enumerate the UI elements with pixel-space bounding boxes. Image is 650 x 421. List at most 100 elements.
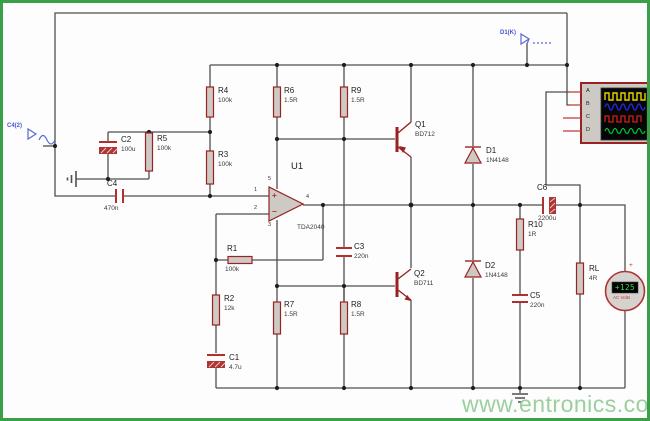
q2-emitter-arrow <box>404 295 411 301</box>
label-U1-ref: U1 <box>291 161 304 172</box>
label-C4-ref: C4 <box>107 179 118 188</box>
watermark: www.entronics.com <box>462 391 650 417</box>
oscilloscope <box>563 82 647 144</box>
label-RL-ref: RL <box>589 264 600 273</box>
label-RL-val: 4R <box>589 275 598 282</box>
resistor-R7-symbol <box>272 301 282 335</box>
wire-opamp-pins <box>215 139 323 286</box>
label-R7-ref: R7 <box>284 300 295 309</box>
label-R6-ref: R6 <box>284 86 295 95</box>
wire-scope-a-branch <box>545 91 581 205</box>
label-R9-val: 1.5R <box>351 97 365 104</box>
diode-D2-symbol <box>464 260 482 278</box>
ac-voltmeter <box>604 270 646 312</box>
capacitor-C1-symbol <box>207 354 226 368</box>
pin-5: 5 <box>268 176 272 182</box>
label-R8-val: 1.5R <box>351 311 365 318</box>
transistor-Q2-symbol <box>395 268 412 301</box>
resistor-RL-symbol <box>575 262 585 295</box>
voltmeter-reading: +125 <box>615 283 636 292</box>
wire-q1-base-rail <box>276 65 395 140</box>
label-C2-val: 100u <box>121 146 136 153</box>
resistor-R9-symbol <box>339 86 349 118</box>
label-U1-part: TDA2040 <box>297 224 325 231</box>
opamp-plus-sign: + <box>272 191 277 200</box>
label-R3-val: 100k <box>218 161 233 168</box>
wire-output-after-c6 <box>556 204 626 272</box>
output-probe-symbol <box>520 32 551 46</box>
voltmeter-display <box>611 281 639 294</box>
label-R7-val: 1.5R <box>284 311 298 318</box>
pin-1: 1 <box>254 187 258 193</box>
resistor-symbols <box>144 86 585 335</box>
oscilloscope-pins <box>563 91 581 132</box>
label-R2-val: 12k <box>224 305 235 312</box>
wire-bottom-rail <box>216 311 626 389</box>
label-R10-val: 1R <box>528 231 537 238</box>
scope-trace-d <box>604 127 646 135</box>
label-R5-ref: R5 <box>157 134 168 143</box>
label-D1-val: 1N4148 <box>486 157 509 164</box>
resistor-R2-symbol <box>211 294 221 326</box>
output-probe-label: D1(K) <box>500 30 516 36</box>
wire-scope-b-feed <box>566 13 569 106</box>
scope-trace-a <box>604 92 646 101</box>
capacitor-C6-symbol <box>541 197 556 214</box>
label-C3-val: 220n <box>354 253 369 260</box>
ground-symbol-left <box>66 171 77 187</box>
label-R5-val: 100k <box>157 145 172 152</box>
wires <box>43 12 626 393</box>
label-Q2-val: BD711 <box>414 280 434 287</box>
capacitor-C2-symbol <box>99 141 118 154</box>
scope-trace-b <box>604 103 646 111</box>
transistor-Q1-symbol <box>395 121 412 158</box>
capacitor-symbols <box>99 141 556 368</box>
label-C5-ref: C5 <box>530 291 541 300</box>
circuit-drawing <box>27 12 647 403</box>
label-C6-ref: C6 <box>537 183 548 192</box>
label-D1-ref: D1 <box>486 146 497 155</box>
capacitor-C4-symbol <box>115 189 124 203</box>
diode-D1-symbol <box>464 146 482 164</box>
wire-top-rail <box>54 12 567 197</box>
label-R10-ref: R10 <box>528 220 543 229</box>
input-probe-label: C4(2) <box>7 123 23 129</box>
label-C3-ref: C3 <box>354 242 365 251</box>
sine-wave-icon <box>38 134 56 145</box>
resistor-R4-symbol <box>205 86 215 118</box>
label-R4-ref: R4 <box>218 86 229 95</box>
label-Q1-ref: Q1 <box>415 120 426 129</box>
label-R8-ref: R8 <box>351 300 362 309</box>
scope-channel-a: A <box>586 88 590 94</box>
scope-trace-c <box>604 115 642 123</box>
scope-channel-b: B <box>586 101 590 107</box>
voltmeter-unit: AC Volts <box>613 295 631 300</box>
resistor-R5-symbol <box>144 132 154 172</box>
label-R1-val: 100k <box>225 266 240 273</box>
resistor-R1-symbol <box>227 255 253 265</box>
resistor-R8-symbol <box>339 301 349 335</box>
capacitor-C5-symbol <box>512 294 528 303</box>
label-R4-val: 100k <box>218 97 233 104</box>
label-R9-ref: R9 <box>351 86 362 95</box>
label-C1-val: 4.7u <box>229 364 242 371</box>
label-Q2-ref: Q2 <box>414 269 425 278</box>
scope-channel-d: D <box>586 127 590 133</box>
resistor-R10-symbol <box>515 218 525 251</box>
label-R6-val: 1.5R <box>284 97 298 104</box>
label-C5-val: 220n <box>530 302 545 309</box>
q1-emitter-arrow <box>399 146 406 153</box>
opamp-minus-sign: − <box>272 207 277 216</box>
label-R1-ref: R1 <box>227 244 238 253</box>
label-R2-ref: R2 <box>224 294 235 303</box>
label-R3-ref: R3 <box>218 150 229 159</box>
junction-dots <box>52 62 583 391</box>
scope-channel-c: C <box>586 114 590 120</box>
label-C6-val: 2200u <box>538 215 557 222</box>
pin-3: 3 <box>268 222 272 228</box>
resistor-R6-symbol <box>272 86 282 118</box>
label-D2-val: 1N4148 <box>485 272 508 279</box>
pin-2: 2 <box>254 205 258 211</box>
input-probe-symbol <box>27 127 56 145</box>
